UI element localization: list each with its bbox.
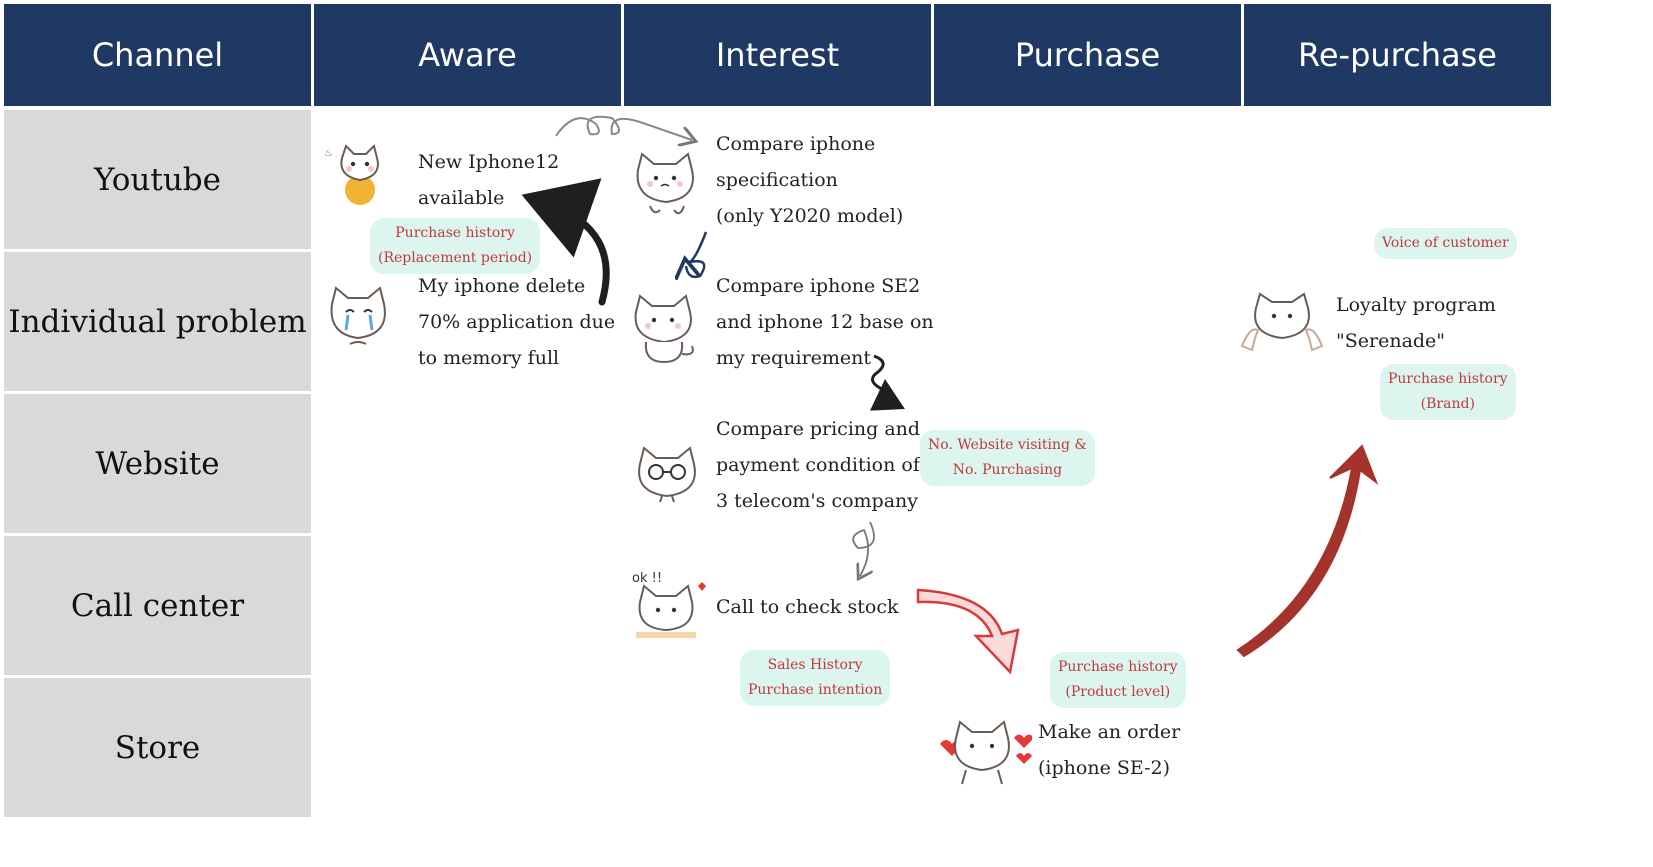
ok-label: ok !! [632,571,662,586]
sitting-cat-icon [634,294,694,364]
header-interest: Interest [624,4,931,106]
black-squiggle-arrow [870,354,905,411]
tag-purchase-history-brand: Purchase history(Brand) [1380,364,1516,420]
row-individual-problem: Individual problem [4,252,311,391]
big-red-arrow [1236,444,1379,658]
cat-with-ball-icon: ♨ [324,144,379,205]
svg-text:♨: ♨ [324,148,333,159]
header-channel: Channel [4,4,311,106]
tag-voice-of-customer: Voice of customer [1374,228,1517,259]
glasses-cat-icon [638,446,696,503]
crying-cat-icon [330,286,386,345]
ok-cat-icon: ok !! [632,571,706,638]
row-call-center: Call center [4,536,311,675]
worried-cat-icon [636,152,694,215]
note-make-order: Make an order(iphone SE-2) [1038,721,1181,779]
note-loyalty: Loyalty program"Serenade" [1336,294,1496,352]
navy-squiggle-arrow [686,231,708,277]
tag-purchase-history-replacement: Purchase history(Replacement period) [370,218,541,274]
tag-no-website: No. Website visiting &No. Purchasing [920,430,1095,486]
black-curve-arrow [521,178,610,306]
row-website: Website [4,394,311,533]
row-youtube: Youtube [4,110,311,249]
love-cat-icon [940,720,1032,785]
header-purchase: Purchase [934,4,1241,106]
red-curve-arrow [916,588,1020,675]
hands-cat-icon [1240,292,1324,352]
header-repurchase: Re-purchase [1244,4,1551,106]
tag-purchase-history-product: Purchase history(Product level) [1050,652,1186,708]
header-aware: Aware [314,4,621,106]
row-store: Store [4,678,311,817]
grey-loop-arrow [852,521,875,576]
note-call-stock: Call to check stock [716,596,899,618]
loop-arrow-aware-to-interest [555,115,692,140]
